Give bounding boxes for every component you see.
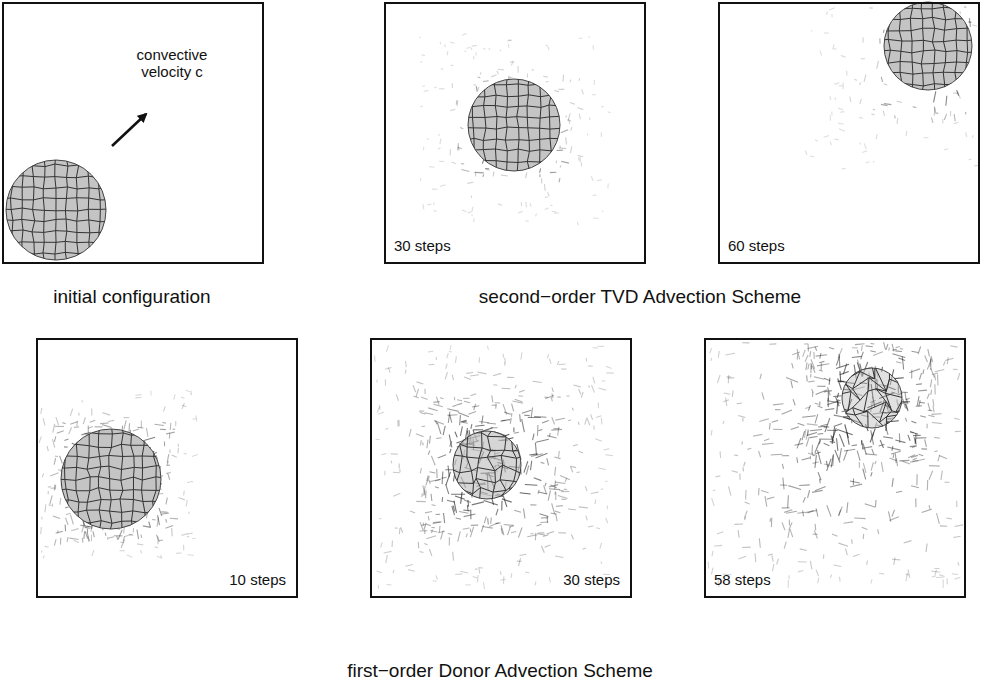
step-count: 10 steps (229, 571, 286, 588)
step-count: 58 steps (714, 571, 771, 588)
panel-caption: initial configuration (53, 286, 210, 308)
step-count: 30 steps (394, 237, 451, 254)
simulation-panel: 60 steps (718, 2, 980, 264)
panel-caption: second−order TVD Advection Scheme (479, 286, 801, 308)
velocity-arrow (112, 114, 146, 146)
simulation-panel: 30 steps (384, 2, 646, 264)
velocity-label: convective velocity c (122, 46, 222, 81)
step-count: 60 steps (728, 237, 785, 254)
panel-caption: first−order Donor Advection Scheme (347, 660, 653, 682)
simulation-panel: 10 steps (36, 338, 298, 598)
step-count: 30 steps (563, 571, 620, 588)
simulation-panel: 30 steps (370, 338, 632, 598)
simulation-panel: 58 steps (704, 338, 966, 598)
simulation-panel: convective velocity c (2, 2, 264, 264)
